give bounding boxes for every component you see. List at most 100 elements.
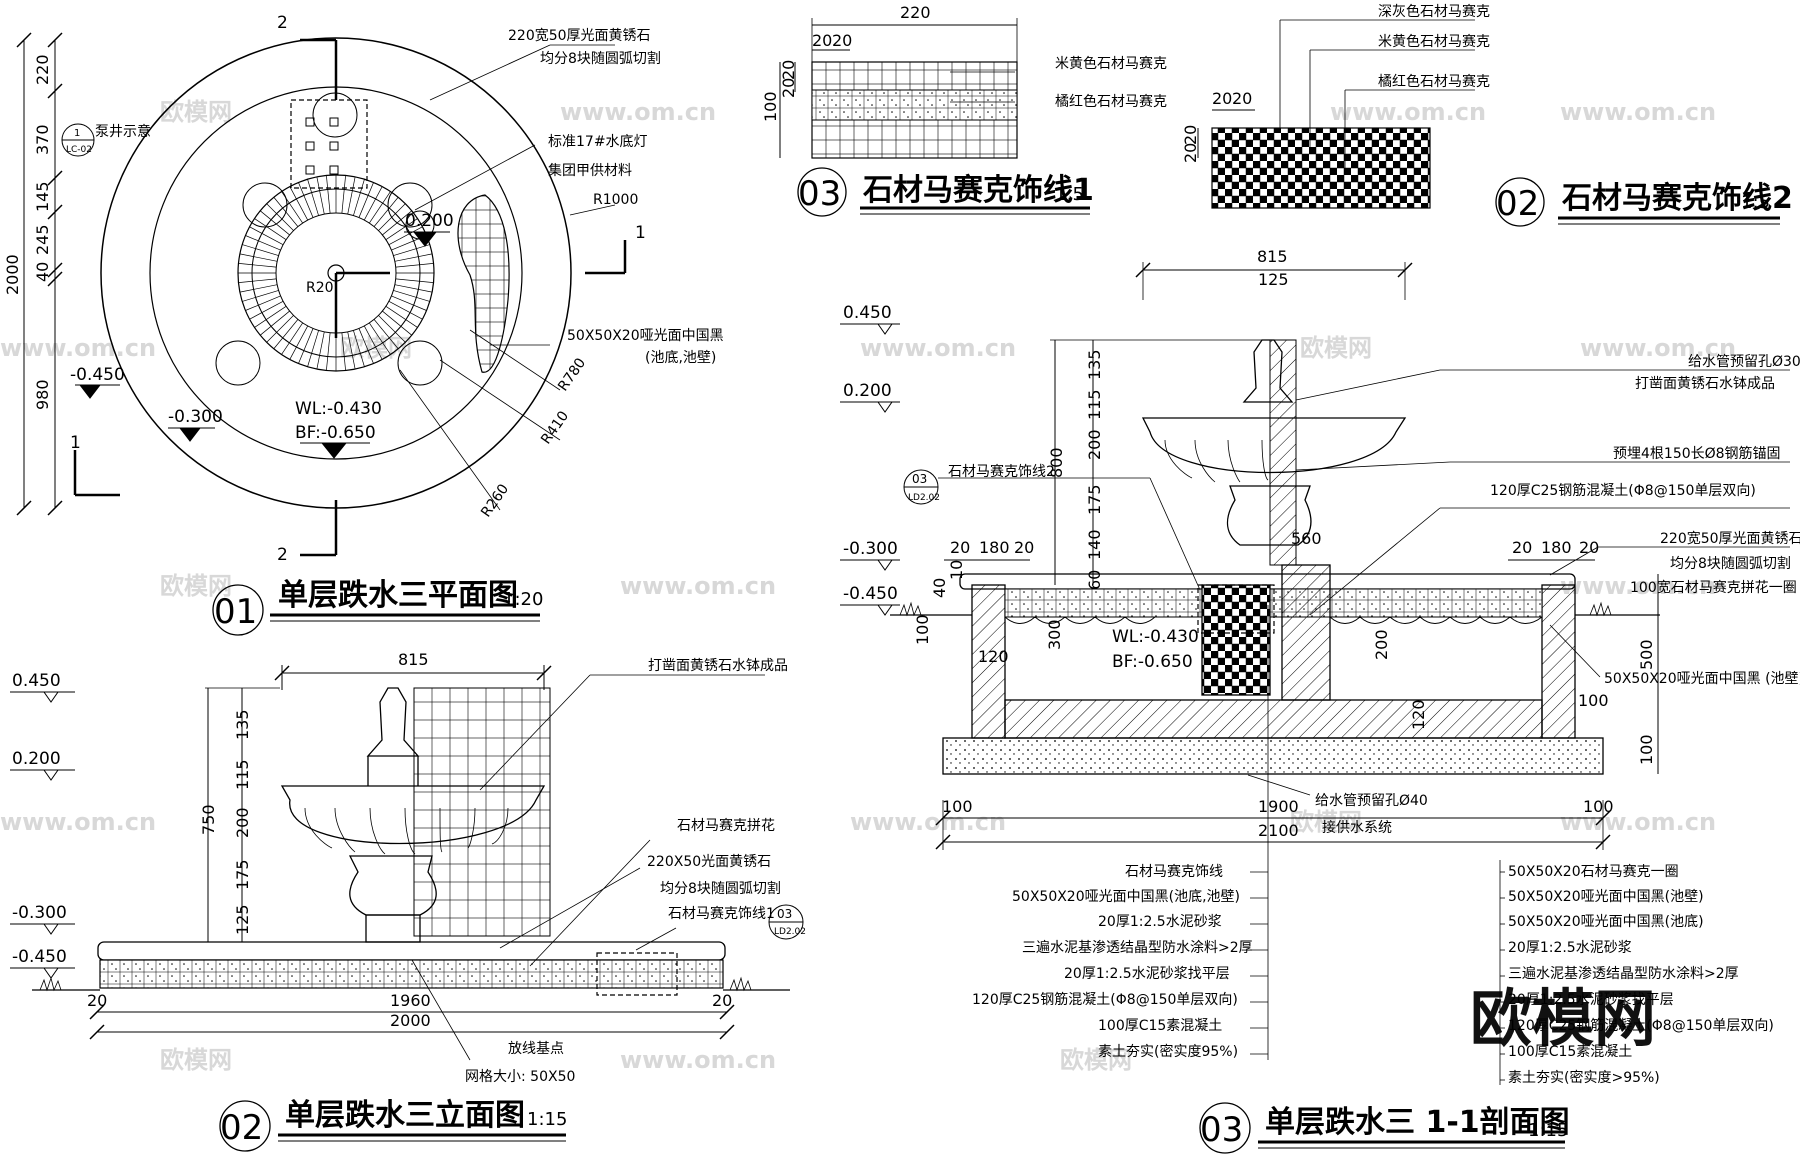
- drawing-title: 石材马赛克饰线2: [1561, 181, 1793, 216]
- drawing-tag: 02: [1496, 184, 1539, 224]
- bowl-rib-line: [249, 226, 284, 246]
- bowl-rib-line: [341, 175, 346, 214]
- bowl-radial-lines: [238, 175, 434, 371]
- layer-label: 三遍水泥基渗透结晶型防水涂料>2厚: [1022, 939, 1253, 956]
- dim-value: 40: [33, 262, 52, 282]
- dim-value: 220: [900, 3, 931, 22]
- underwater-light: [215, 340, 261, 386]
- drawing-tag: 01: [214, 592, 257, 632]
- layer-label: 120厚C25钢筋混凝土(Φ8@150单层双向): [972, 991, 1238, 1008]
- layer-label: 素土夯实(密实度95%): [1098, 1043, 1238, 1060]
- bowl-rib-line: [245, 295, 281, 311]
- drawing-scale: 1:5: [1741, 192, 1770, 213]
- level-value: -0.450: [70, 365, 125, 385]
- underwater-light: [387, 182, 433, 228]
- underwater-light: [397, 340, 443, 386]
- dim-total: 2000: [390, 1011, 431, 1030]
- radius-label: R1000: [593, 192, 638, 208]
- annotation: 接供水系统: [1322, 819, 1392, 836]
- dim-value: 40: [930, 578, 949, 598]
- annotation: 均分8块随圆弧切割: [1670, 555, 1791, 572]
- basin-wall-left: [971, 584, 1006, 739]
- bowl-rib-line: [266, 315, 294, 343]
- layer-label: 50X50X20哑光面中国黑(池底): [1508, 914, 1704, 930]
- dim-value: 120: [978, 647, 1009, 666]
- dim-value: 815: [398, 650, 429, 669]
- annotation: 集团甲供材料: [548, 162, 632, 179]
- annotation: (池底,池壁): [645, 350, 716, 366]
- basin-mosaic-band: [99, 959, 724, 989]
- mosaic-column-panel: [1201, 584, 1271, 696]
- dim-value: 300: [1045, 619, 1064, 650]
- elevation-view: [10, 665, 804, 1061]
- layer-label: 20厚1:2.5水泥砂浆: [1508, 940, 1632, 956]
- watermark-logo-brand: 欧模网: [1470, 982, 1656, 1055]
- dim-value: 560: [1291, 529, 1322, 548]
- drawing-scale: 1:5: [1055, 184, 1084, 205]
- bowl-rib-line: [388, 300, 423, 320]
- bowl-rib-line: [289, 325, 309, 360]
- dim-value: 500: [1637, 639, 1656, 670]
- dim-value: 175: [233, 859, 252, 890]
- watermark-site: www.om.cn: [860, 334, 1016, 362]
- annotation: 220宽50厚光面黄锈石: [1660, 530, 1800, 547]
- level-value: -0.450: [843, 584, 898, 604]
- dim-value: 20: [950, 538, 970, 557]
- plan-view: [16, 32, 627, 557]
- bottom-level: BF:-0.650: [295, 423, 376, 443]
- bowl-rib-line: [363, 186, 383, 221]
- dim-value: 100: [1583, 797, 1614, 816]
- bowl-rib-line: [385, 218, 418, 240]
- bowl-rib-line: [326, 332, 331, 371]
- watermark-site: www.om.cn: [620, 572, 776, 600]
- annotation: 标准17#水底灯: [548, 134, 648, 150]
- dim-value: 145: [33, 181, 52, 212]
- bowl-rib-line: [249, 300, 284, 320]
- drawing-tag: 03: [1200, 1110, 1243, 1150]
- annotation: 给水管预留孔Ø40: [1315, 793, 1428, 809]
- watermark-layer: 欧模网 www.om.cn www.om.cn www.om.cn www.om…: [0, 98, 1736, 1074]
- dim-value: 980: [33, 379, 52, 410]
- annotation: 石材马赛克饰线1: [668, 906, 775, 922]
- section-mark-label: 2: [277, 13, 288, 33]
- dim-value: 20: [779, 60, 798, 80]
- watermark-site: www.om.cn: [1580, 334, 1736, 362]
- watermark-brand: 欧模网: [1060, 1046, 1132, 1074]
- ref-bottom: LD2.02: [774, 927, 806, 937]
- water-level: WL:-0.430: [295, 399, 382, 419]
- dim-value: 180: [1541, 538, 1572, 557]
- watermark-brand: 欧模网: [1300, 334, 1372, 362]
- dim-value: 245: [33, 224, 52, 255]
- bowl-rib-line: [347, 331, 356, 370]
- ref-top: 03: [777, 907, 792, 921]
- bowl-rib-line: [316, 331, 325, 370]
- bowl-rib-line: [266, 203, 294, 231]
- dim-value: 20: [87, 991, 107, 1010]
- dim-value: 125: [233, 904, 252, 935]
- layer-label: 20厚1:2.5水泥砂浆: [1098, 914, 1222, 930]
- level-value: 0.200: [405, 211, 454, 231]
- pump-label: 泵井示意: [95, 123, 151, 140]
- watermark-site: www.om.cn: [620, 1046, 776, 1074]
- watermark-site: www.om.cn: [1560, 98, 1716, 126]
- dim-value: 20: [1181, 125, 1200, 145]
- bowl-rib-line: [239, 284, 278, 293]
- dim-value: 135: [1085, 349, 1104, 380]
- detail-2-text: 20 20 20 20 深灰色石材马赛克 米黄色石材马赛克 橘红色石材马赛克 0…: [1181, 3, 1793, 224]
- watermark-site: www.om.cn: [0, 334, 156, 362]
- dim-value: 1960: [390, 991, 431, 1010]
- mosaic-grid-backdrop: [413, 687, 551, 937]
- annotation: 220X50光面黄锈石: [647, 853, 771, 870]
- annotation: 深灰色石材马赛克: [1378, 3, 1490, 20]
- dim-value: 115: [1085, 389, 1104, 420]
- drawing-title: 单层跌水三立面图: [285, 1098, 525, 1133]
- bowl-ribs: [304, 807, 509, 855]
- layer-label: 20厚1:2.5水泥砂浆找平层: [1064, 966, 1230, 982]
- drawing-scale: 1:20: [503, 589, 543, 610]
- annotation: 均分8块随圆弧切割: [660, 880, 781, 897]
- layer-label: 50X50X20石材马赛克一圈: [1508, 864, 1679, 880]
- level-marker: [320, 442, 348, 459]
- dim-value: 200: [1085, 429, 1104, 460]
- dim-value: 120: [1409, 699, 1428, 730]
- section-layer-ticks: [1250, 871, 1505, 1081]
